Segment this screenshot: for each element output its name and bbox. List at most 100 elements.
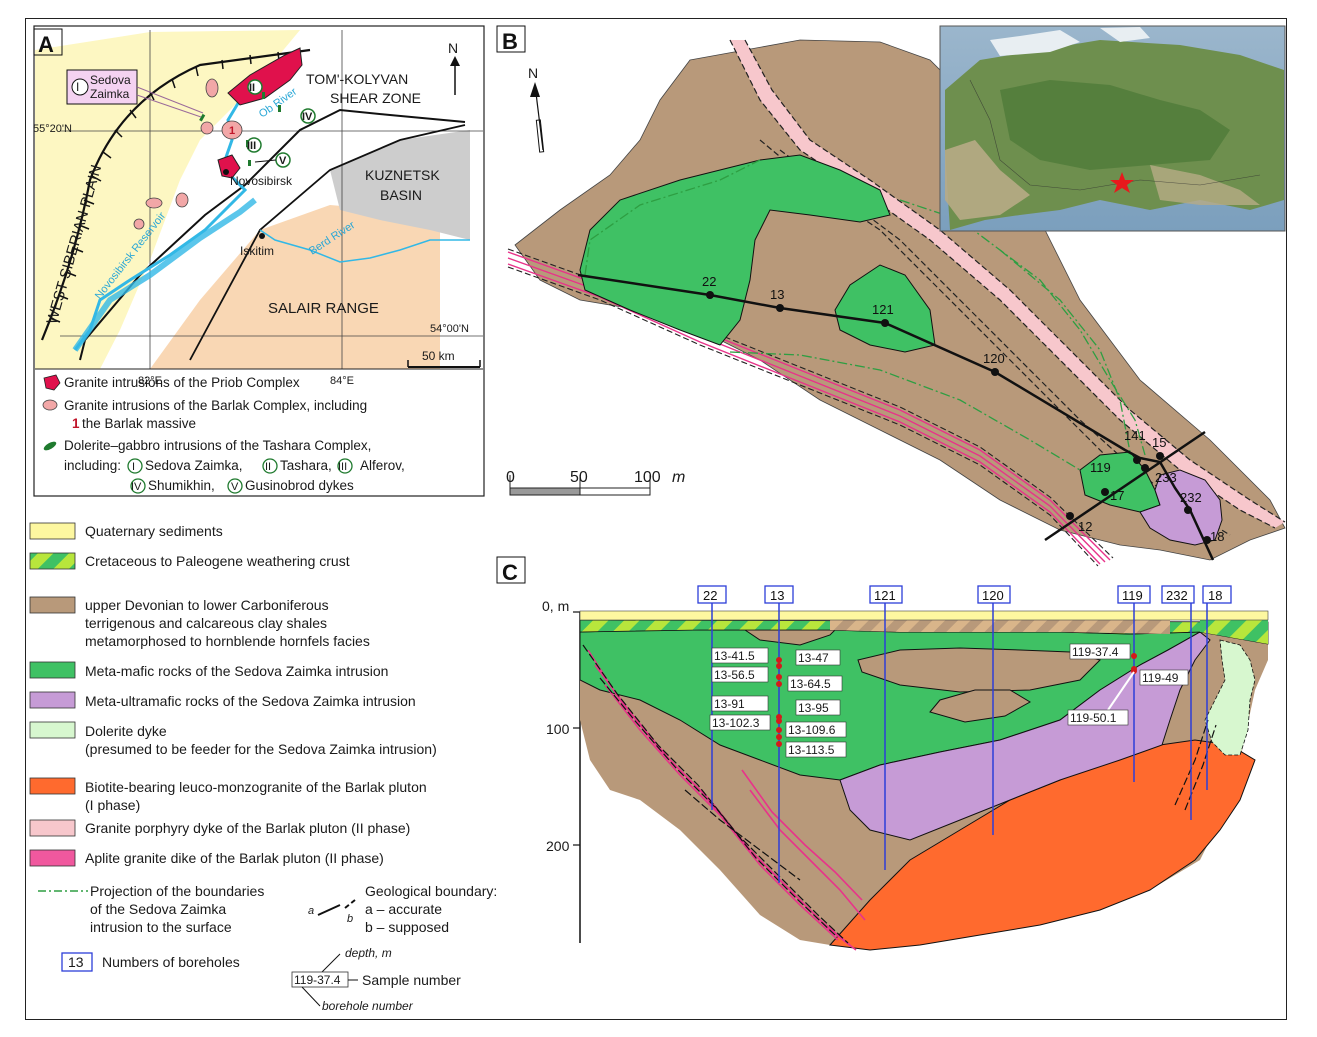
- svg-text:13: 13: [68, 954, 84, 970]
- legend-depth: depth, m: [345, 946, 392, 960]
- swatch-quaternary: [29, 522, 76, 540]
- dolerite-swatch: [43, 441, 57, 451]
- sample-13-102-3: 13-102.3: [712, 716, 760, 730]
- iskitim-dot: [259, 233, 265, 239]
- swatch-devonian: [29, 596, 76, 614]
- legend-proj-1: Projection of the boundaries: [90, 883, 264, 899]
- legend-devonian-1: upper Devonian to lower Carboniferous: [85, 597, 329, 613]
- panel-a-map-area: A N I Sedova Zaimka TOM'-KOLYVAN SHEAR Z…: [33, 27, 483, 387]
- kuznetsk-label-2: BASIN: [380, 187, 422, 203]
- legend-quaternary: Quaternary sediments: [85, 523, 223, 539]
- dolerite-dyke-section: [1204, 639, 1256, 756]
- borehole-b-120: 120: [983, 351, 1005, 366]
- panel-c-letter-box: [496, 556, 526, 584]
- sample-13-64-5: 13-64.5: [790, 677, 831, 691]
- sample-119-49: 119-49: [1142, 671, 1179, 685]
- legend-biotite-1: Biotite-bearing leuco-monzogranite of th…: [85, 779, 427, 795]
- borehole-b-17: 17: [1110, 488, 1124, 503]
- svg-text:Zaimka: Zaimka: [90, 87, 130, 101]
- legend-barlak-2: the Barlak massive: [82, 416, 196, 431]
- legend-cretaceous: Cretaceous to Paleogene weathering crust: [85, 553, 350, 569]
- depth-label-100: 100: [546, 721, 570, 737]
- barlak-swatch: [42, 399, 58, 411]
- host-lens-middle: [857, 647, 1101, 693]
- panel-b-letter-box: [496, 25, 526, 53]
- svg-text:Tashara,: Tashara,: [280, 458, 332, 473]
- borehole-b-233: 233: [1155, 470, 1177, 485]
- swatch-cretaceous: [29, 552, 76, 570]
- shear-zone-label-2: SHEAR ZONE: [330, 90, 421, 106]
- scale-bar-b: 0 50 100 m: [506, 469, 685, 496]
- location-star: [1110, 172, 1134, 193]
- sedova-zaimka-callout: I Sedova Zaimka: [66, 69, 204, 118]
- section-line-b: [577, 273, 1215, 561]
- main-legend: Quaternary sediments Cretaceous to Paleo…: [29, 522, 497, 1013]
- legend-dolerite-1: Dolerite dyke: [85, 723, 167, 739]
- sample-13-41-5: 13-41.5: [714, 649, 755, 663]
- legend-geo-3: b – supposed: [365, 919, 449, 935]
- scale-bar-a: 50 km: [407, 349, 481, 368]
- borehole-c-120: 120: [977, 585, 1011, 835]
- swatch-dolerite: [29, 721, 76, 739]
- borehole-b-18: 18: [1210, 529, 1224, 544]
- legend-dyke-list: I Sedova Zaimka, II Tashara, III Alferov…: [127, 458, 405, 494]
- borehole-b-119: 119: [1090, 460, 1111, 475]
- svg-text:Sedova: Sedova: [90, 73, 131, 87]
- quaternary-section: [579, 610, 1269, 621]
- borehole-b-15: 15: [1152, 435, 1166, 450]
- borehole-b-141: 141: [1124, 428, 1146, 443]
- svg-text:III: III: [338, 461, 347, 473]
- borehole-b-121: 121: [872, 302, 894, 317]
- dyke-markers: II III IV V 1: [229, 79, 316, 168]
- lat-label-1: 55°20'N: [33, 123, 72, 135]
- swatch-borehole: [61, 952, 93, 972]
- sample-labels-119: 119-37.4 119-49 119-50.1: [1067, 643, 1189, 726]
- svg-text:a: a: [308, 905, 314, 917]
- inset-borders: [969, 79, 1261, 191]
- svg-text:13: 13: [770, 588, 784, 603]
- kuznetsk-label-1: KUZNETSK: [365, 167, 440, 183]
- north-arrow-b: N: [528, 65, 545, 153]
- borehole-c-18: 18: [1202, 585, 1232, 790]
- panel-a-letter: A: [38, 32, 54, 57]
- borehole-b-22: 22: [702, 274, 716, 289]
- boreholes-section: 22 13 121 120 119: [697, 585, 1232, 883]
- panel-b-map: B N: [496, 25, 1286, 567]
- svg-text:V: V: [279, 155, 287, 167]
- svg-text:50 km: 50 km: [422, 349, 455, 363]
- metamafic-center-b: [834, 264, 936, 353]
- legend-devonian-3: metamorphosed to hornblende hornfels fac…: [85, 633, 370, 649]
- svg-text:including:: including:: [64, 458, 121, 473]
- svg-text:IV: IV: [302, 111, 313, 123]
- legend-tashara: Dolerite–gabbro intrusions of the Tashar…: [64, 438, 371, 453]
- legend-aplite: Aplite granite dike of the Barlak pluton…: [85, 850, 384, 866]
- svg-text:b: b: [347, 913, 353, 925]
- boreholes-b: 22 13 121 120 141 15 119 233 17 232 12 1…: [702, 274, 1224, 544]
- sample-13-109-6: 13-109.6: [788, 723, 836, 737]
- sample-labels-13: 13-41.5 13-56.5 13-91 13-102.3 13-47 13-…: [709, 647, 847, 758]
- svg-text:22: 22: [703, 588, 717, 603]
- depth-label-0: 0, m: [542, 598, 569, 614]
- swatch-porphyry: [29, 819, 76, 837]
- legend-metamafic: Meta-mafic rocks of the Sedova Zaimka in…: [85, 663, 388, 679]
- sample-13-113-5: 13-113.5: [788, 743, 835, 757]
- svg-text:V: V: [231, 481, 239, 493]
- swatch-biotite: [29, 777, 76, 795]
- host-lens-small: [929, 689, 1031, 723]
- svg-text:N: N: [528, 65, 538, 81]
- legend-sample-number: Sample number: [362, 972, 461, 988]
- swatch-metamafic: [29, 661, 76, 679]
- panel-a-legend: Granite intrusions of the Priob Complex …: [42, 374, 405, 494]
- legend-proj-3: intrusion to the surface: [90, 919, 232, 935]
- legend-proj-2: of the Sedova Zaimka: [90, 901, 226, 917]
- svg-text:Sedova Zaimka,: Sedova Zaimka,: [145, 458, 243, 473]
- barlak-granites: [133, 78, 243, 230]
- borehole-b-12: 12: [1078, 519, 1092, 534]
- legend-barlak-1: Granite intrusions of the Barlak Complex…: [64, 398, 367, 413]
- svg-text:119-37.4: 119-37.4: [294, 973, 341, 987]
- svg-text:119: 119: [1122, 588, 1143, 603]
- leuco-monzogranite-section: [828, 739, 1256, 951]
- depth-axis: 0, m 100 200: [542, 598, 581, 943]
- berd-river-line: [259, 229, 470, 263]
- sample-119-37-4: 119-37.4: [1072, 645, 1119, 659]
